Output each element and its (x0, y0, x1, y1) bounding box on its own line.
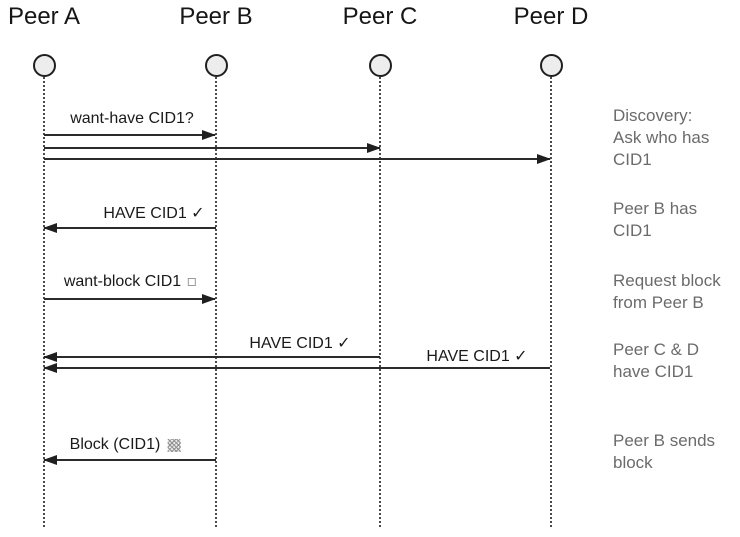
open-square-icon (188, 278, 197, 286)
peer-label-a: Peer A (7, 3, 81, 30)
message-label-text: HAVE CID1 ✓ (103, 205, 205, 222)
lifeline-d (550, 77, 552, 527)
message-arrow-want-have-a-to-d (44, 154, 551, 164)
message-arrow-have-d-to-a (43, 363, 550, 373)
actor-circle-icon-b (205, 54, 228, 77)
peer-label-c: Peer C (342, 3, 418, 30)
message-label-have-b: HAVE CID1 ✓ (103, 203, 204, 223)
message-label-want-have: want-have CID1? (70, 110, 194, 128)
actor-circle-icon-d (540, 54, 563, 77)
message-label-have-d: HAVE CID1 ✓ (426, 346, 527, 366)
note-request-block: Request block from Peer B (613, 271, 721, 312)
message-label-text: want-block CID1 (63, 273, 182, 290)
message-label-block: Block (CID1) (70, 436, 181, 454)
message-arrow-have-c-to-a (43, 352, 380, 362)
note-peer-c-d-have: Peer C & D have CID1 (613, 340, 699, 381)
lifeline-c (379, 77, 381, 527)
message-arrow-want-have-a-to-c (44, 143, 381, 153)
message-arrow-want-block-a-to-b (44, 294, 216, 304)
message-arrow-have-b-to-a (43, 223, 216, 233)
message-arrow-block-b-to-a (43, 455, 216, 465)
message-label-text: want-have CID1? (70, 110, 194, 127)
note-discovery: Discovery: Ask who has CID1 (613, 106, 710, 169)
lifeline-a (43, 77, 45, 527)
peer-label-b: Peer B (179, 3, 253, 30)
actor-circle-icon-a (33, 54, 56, 77)
message-label-text: Block (CID1) (69, 436, 161, 453)
message-label-text: HAVE CID1 ✓ (426, 348, 528, 365)
message-arrow-want-have-a-to-b (44, 130, 216, 140)
hatched-block-icon (167, 438, 181, 452)
peer-label-d: Peer D (513, 3, 589, 30)
message-label-have-c: HAVE CID1 ✓ (249, 333, 350, 353)
lifeline-b (215, 77, 217, 527)
message-label-text: HAVE CID1 ✓ (249, 335, 351, 352)
note-peer-b-has: Peer B has CID1 (613, 199, 698, 240)
actor-circle-icon-c (369, 54, 392, 77)
note-peer-b-sends: Peer B sends block (613, 431, 716, 472)
message-label-want-block: want-block CID1 (63, 273, 197, 291)
